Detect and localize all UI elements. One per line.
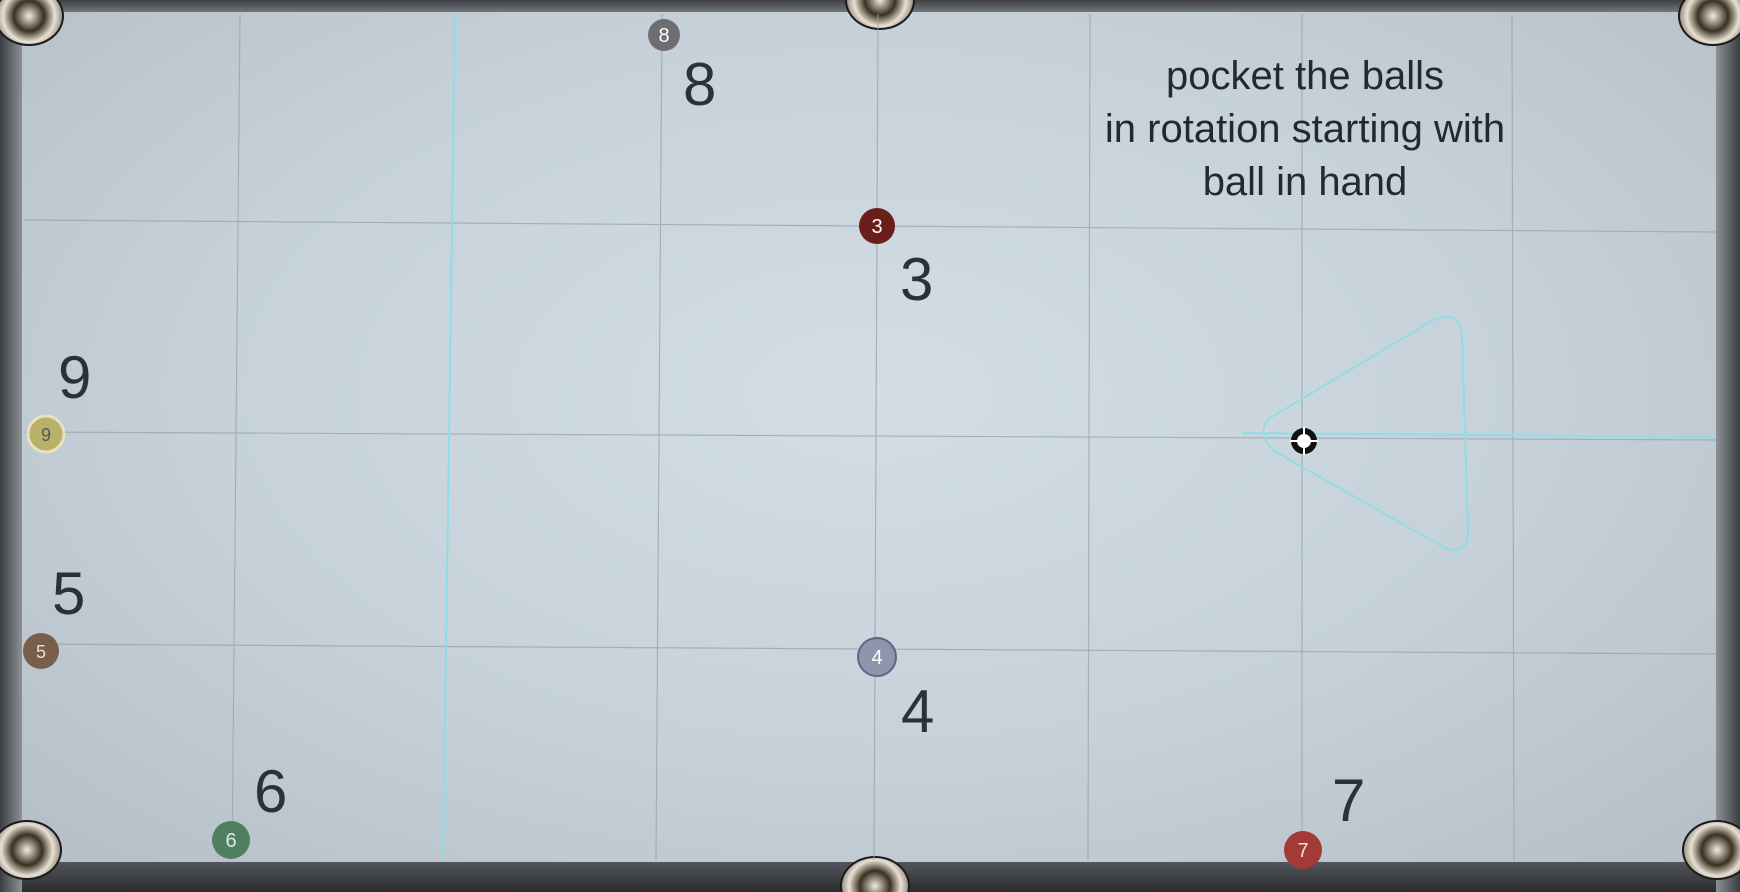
- instructions-line-1: pocket the balls: [1166, 54, 1444, 98]
- instructions-line-2: in rotation starting with: [1104, 107, 1506, 151]
- ball-6-number: 6: [225, 830, 236, 852]
- triangle-rack-icon: [1262, 315, 1470, 551]
- ball-9[interactable]: 9: [26, 414, 66, 454]
- ball-8[interactable]: 8: [648, 19, 680, 51]
- aim-line: [1241, 432, 1717, 438]
- instructions-text: pocket the balls in rotation starting wi…: [1040, 50, 1570, 209]
- left-rail: [0, 0, 22, 892]
- ball-3-label: 3: [900, 246, 934, 313]
- ball-8-number: 8: [658, 25, 669, 47]
- ball-9-number: 9: [41, 425, 51, 445]
- ball-4[interactable]: 4: [857, 637, 897, 677]
- ball-6[interactable]: 6: [212, 821, 250, 859]
- crosshair-target-icon[interactable]: [1290, 427, 1318, 455]
- pocket-bottom-left: [0, 820, 62, 880]
- ball-7-number: 7: [1297, 840, 1308, 862]
- instructions-line-3: ball in hand: [1202, 160, 1408, 204]
- head-string-line: [442, 13, 456, 861]
- ball-4-label: 4: [901, 678, 935, 745]
- table-cloth[interactable]: [22, 12, 1716, 862]
- ball-8-label: 8: [683, 51, 717, 118]
- ball-5-label: 5: [52, 560, 86, 627]
- ball-3-number: 3: [871, 216, 882, 238]
- ball-7-label: 7: [1332, 767, 1366, 834]
- ball-4-number: 4: [871, 647, 882, 669]
- right-rail: [1716, 0, 1740, 892]
- ball-3[interactable]: 3: [859, 208, 895, 244]
- ball-5[interactable]: 5: [23, 633, 59, 669]
- pocket-bottom-right: [1682, 820, 1740, 880]
- ball-6-label: 6: [254, 758, 288, 825]
- ball-7[interactable]: 7: [1284, 831, 1322, 869]
- ball-5-number: 5: [36, 642, 46, 662]
- ball-9-label: 9: [58, 344, 92, 411]
